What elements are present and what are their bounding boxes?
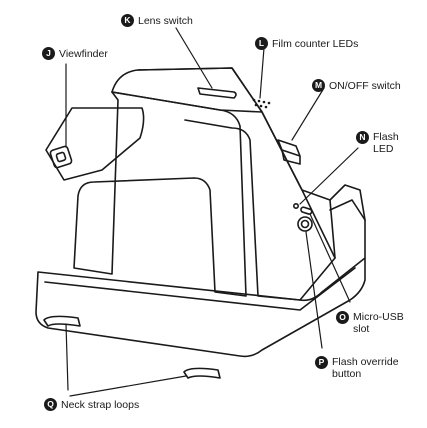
callout-badge: N [356,131,369,144]
camera-top-edge [111,67,263,113]
strap-loop-left [43,315,81,327]
callout-label: Micro-USB slot [353,311,404,335]
callout-micro-usb-slot: O Micro-USB slot [336,311,404,335]
callout-badge: O [336,311,349,324]
callout-label: Film counter LEDs [272,37,359,50]
callout-label: Viewfinder [59,47,108,60]
callout-flash-led: N Flash LED [356,131,399,155]
camera-right-panel [261,111,366,221]
callout-lens-switch: K Lens switch [121,14,193,27]
viewfinder-lens [55,151,67,163]
callout-badge: K [121,14,134,27]
callout-label: Flash LED [373,131,399,155]
callout-label: Neck strap loops [61,398,140,411]
camera-front [73,91,247,297]
viewfinder-body [45,107,145,181]
micro-usb-shape [300,206,313,215]
callout-label: Lens switch [138,14,193,27]
leader-lines [65,27,359,397]
camera-base [35,199,366,358]
callout-neck-strap-loops: Q Neck strap loops [44,398,139,411]
callout-label: ON/OFF switch [329,79,401,92]
callout-film-counter-leds: L Film counter LEDs [255,37,358,50]
on-off-switch-shape [277,139,301,165]
strap-loop-right [183,367,221,379]
flash-override-shape [297,216,313,232]
camera-body [111,67,336,301]
callout-badge: L [255,37,268,50]
camera-base-rim [44,267,356,311]
callout-badge: M [312,79,325,92]
callout-flash-override-button: P Flash override button [315,356,399,380]
callout-badge: Q [44,398,57,411]
camera-right-ridge [329,199,336,259]
callout-badge: J [42,47,55,60]
callout-label: Flash override button [332,356,399,380]
flash-led-shape [292,203,299,210]
callout-on-off-switch: M ON/OFF switch [312,79,401,92]
lens-switch-shape [197,87,237,99]
film-counter-leds [252,98,271,109]
viewfinder-window [49,145,73,169]
callout-badge: P [315,356,328,369]
callout-viewfinder: J Viewfinder [42,47,108,60]
